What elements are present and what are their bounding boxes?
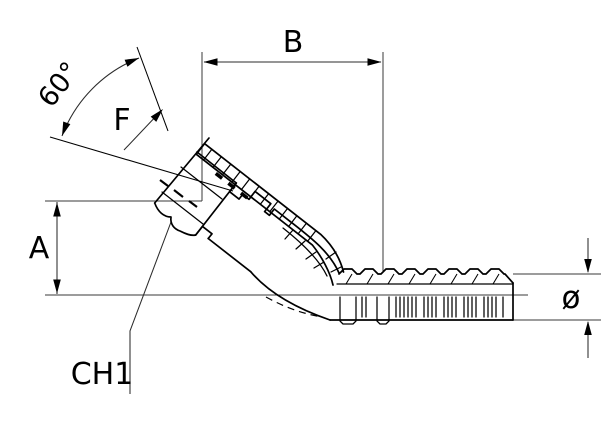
extension-lines [45,46,601,321]
label-cone-angle: 60° [32,56,86,113]
label-wrench: CH1 [71,357,134,392]
label-b: B [283,25,304,60]
cone-leg-shallow [49,136,234,192]
dimension-b: B [203,25,382,66]
label-diameter: ø [562,280,581,316]
swivel-nut [153,137,238,237]
hose-tail [329,268,514,325]
label-a: A [29,231,50,266]
label-thread: F [113,103,130,138]
fitting-body [153,137,514,325]
wrench-callout: CH1 [71,221,172,394]
thread-callout: F [113,103,166,151]
dimension-diameter: ø [562,238,592,358]
collar [194,182,244,240]
barb-ribs [361,296,504,318]
cone-leg-steep [136,46,169,132]
body-hex [207,190,291,273]
elbow [249,220,340,321]
dimension-a: A [29,202,61,294]
